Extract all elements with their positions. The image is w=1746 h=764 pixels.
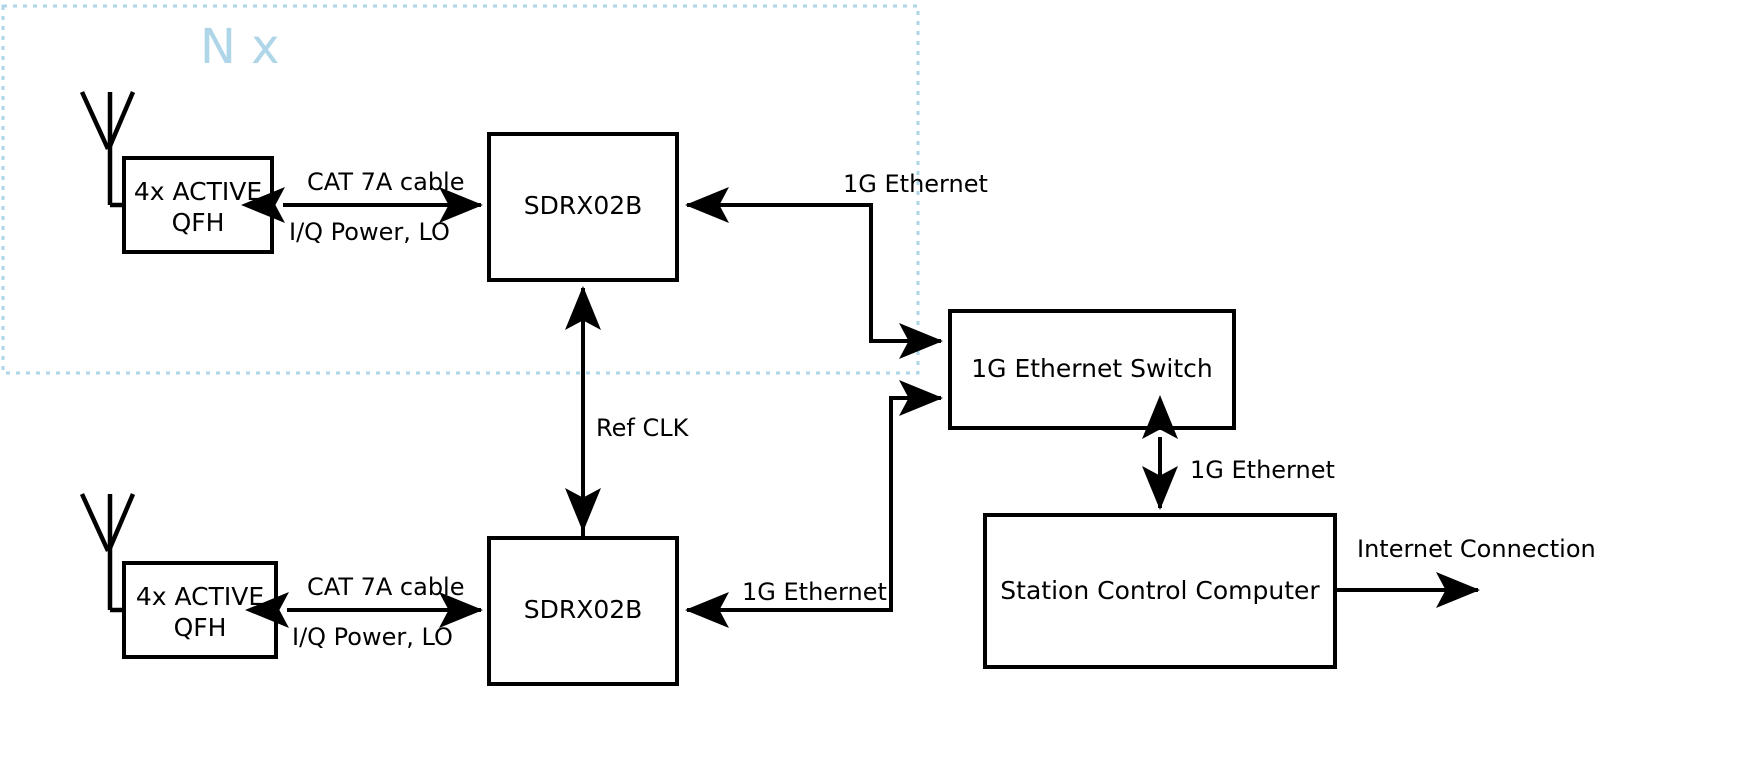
link-sdrx-bottom-switch[interactable]: 1G Ethernet [685,380,943,628]
link-sdrx-top-switch[interactable]: 1G Ethernet [685,170,988,359]
link-label-ref-clk: Ref CLK [596,414,690,442]
block-sdrx-top[interactable]: SDRX02B [487,132,679,282]
link-label-iq-power-lo-top: I/Q Power, LO [289,218,450,246]
link-qfh-sdrx-top[interactable]: CAT 7A cable I/Q Power, LO [241,168,483,246]
block-qfh-top[interactable]: 4x ACTIVE QFH [122,156,274,254]
block-station-control-computer[interactable]: Station Control Computer [983,513,1337,669]
link-label-eth-bottom: 1G Ethernet [742,578,887,606]
link-sdrx-top-switch-line[interactable] [685,187,941,343]
link-internet-connection[interactable]: Internet Connection [1335,535,1596,608]
block-sdrx-bottom-label: SDRX02B [524,595,643,624]
block-station-control-computer-label: Station Control Computer [1000,576,1320,605]
block-ethernet-switch[interactable]: 1G Ethernet Switch [948,309,1236,430]
block-ethernet-switch-label: 1G Ethernet Switch [971,354,1213,383]
link-label-cat7a-bottom: CAT 7A cable [307,573,465,601]
block-qfh-top-label-line1: 4x ACTIVE [134,177,262,206]
block-qfh-bottom-label-line1: 4x ACTIVE [136,582,264,611]
block-qfh-bottom-label-line2: QFH [174,613,227,642]
link-label-iq-power-lo-bottom: I/Q Power, LO [292,623,453,651]
link-switch-computer[interactable]: 1G Ethernet [1142,395,1335,510]
link-label-cat7a-top: CAT 7A cable [307,168,465,196]
replication-group-box [1,4,920,375]
link-label-eth-switch-pc: 1G Ethernet [1190,456,1335,484]
block-sdrx-top-label: SDRX02B [524,191,643,220]
antenna-bottom-icon [79,493,136,613]
link-ref-clk[interactable]: Ref CLK [565,286,690,538]
link-qfh-sdrx-bottom[interactable]: CAT 7A cable I/Q Power, LO [245,573,483,651]
block-qfh-bottom[interactable]: 4x ACTIVE QFH [122,561,278,659]
block-ethernet-switch-rect[interactable] [948,309,1236,430]
block-sdrx-bottom[interactable]: SDRX02B [487,536,679,686]
block-sdrx-top-rect[interactable] [487,132,679,282]
link-label-eth-top: 1G Ethernet [843,170,988,198]
block-station-control-computer-rect[interactable] [983,513,1337,669]
block-sdrx-bottom-rect[interactable] [487,536,679,686]
link-label-internet-connection: Internet Connection [1357,535,1596,563]
replication-group-label: N x [200,19,280,75]
block-qfh-top-label-line2: QFH [172,208,225,237]
